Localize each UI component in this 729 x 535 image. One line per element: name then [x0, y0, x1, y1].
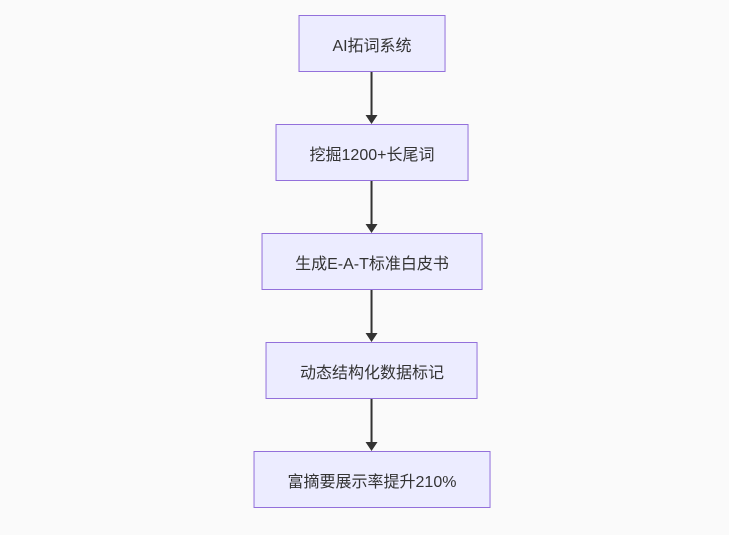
- flow-edge: [366, 181, 378, 233]
- arrow-line: [371, 290, 373, 333]
- flow-edge: [366, 72, 378, 124]
- arrow-line: [371, 72, 373, 115]
- arrow-line: [371, 399, 373, 442]
- arrow-down-icon: [366, 115, 378, 124]
- arrow-down-icon: [366, 224, 378, 233]
- flowchart: AI拓词系统 挖掘1200+长尾词 生成E-A-T标准白皮书 动态结构化数据标记…: [253, 15, 491, 508]
- flow-node-longtail-keywords: 挖掘1200+长尾词: [275, 124, 469, 181]
- arrow-line: [371, 181, 373, 224]
- flow-node-ai-word-system: AI拓词系统: [298, 15, 446, 72]
- flow-edge: [366, 399, 378, 451]
- flow-node-eat-whitepaper: 生成E-A-T标准白皮书: [261, 233, 483, 290]
- arrow-down-icon: [366, 333, 378, 342]
- flow-node-rich-snippet-result: 富摘要展示率提升210%: [253, 451, 491, 508]
- arrow-down-icon: [366, 442, 378, 451]
- flow-node-structured-data: 动态结构化数据标记: [265, 342, 478, 399]
- flow-edge: [366, 290, 378, 342]
